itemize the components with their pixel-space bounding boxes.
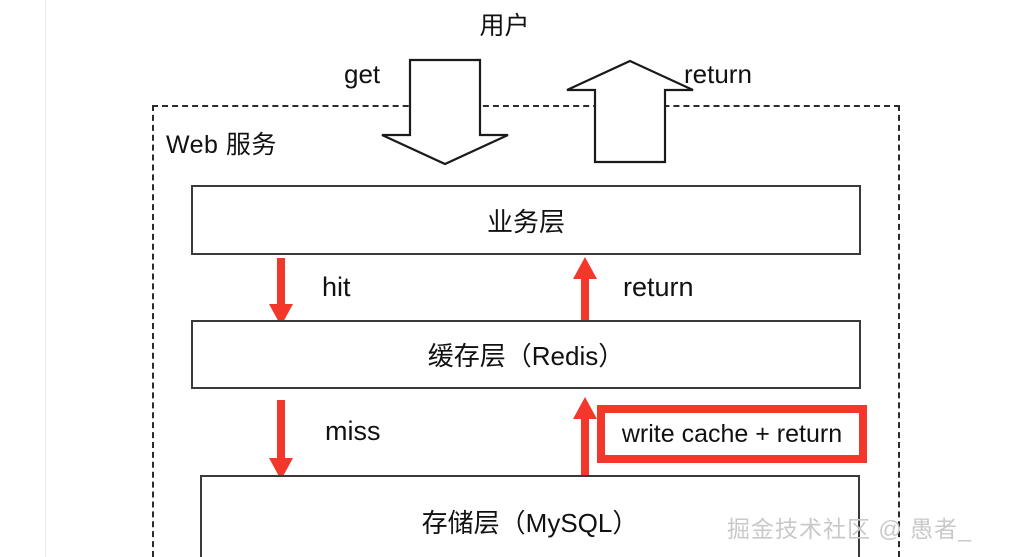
- web-service-label: Web 服务: [166, 131, 277, 159]
- callout-write-cache-return[interactable]: write cache + return: [597, 405, 867, 463]
- layer-box-cache[interactable]: 缓存层（Redis）: [191, 320, 861, 389]
- flow-label-get: get: [344, 59, 381, 89]
- layer-box-business[interactable]: 业务层: [191, 185, 861, 255]
- flow-label-hit: hit: [322, 272, 351, 302]
- layer-label-storage: 存储层（MySQL）: [421, 507, 639, 538]
- flow-label-return-mid: return: [623, 272, 694, 302]
- layer-box-storage[interactable]: 存储层（MySQL）: [200, 475, 860, 557]
- actor-label-user: 用户: [479, 12, 530, 40]
- flow-label-return-top: return: [684, 59, 752, 89]
- red-arrow-up-return: [570, 255, 600, 332]
- web-service-boundary: [152, 105, 900, 557]
- callout-label: write cache + return: [621, 419, 843, 448]
- page-margin-rule: [45, 0, 46, 557]
- layer-label-cache: 缓存层（Redis）: [427, 341, 625, 371]
- block-arrow-up-return: [565, 58, 695, 171]
- red-arrow-down-hit: [266, 258, 296, 333]
- flow-label-miss: miss: [325, 416, 381, 446]
- block-arrow-down-get: [380, 58, 510, 171]
- watermark-text: 掘金技术社区 @ 愚者_: [727, 516, 972, 542]
- red-arrow-down-miss: [266, 400, 296, 487]
- layer-label-business: 业务层: [486, 206, 565, 237]
- red-arrow-up-write-cache: [570, 395, 600, 486]
